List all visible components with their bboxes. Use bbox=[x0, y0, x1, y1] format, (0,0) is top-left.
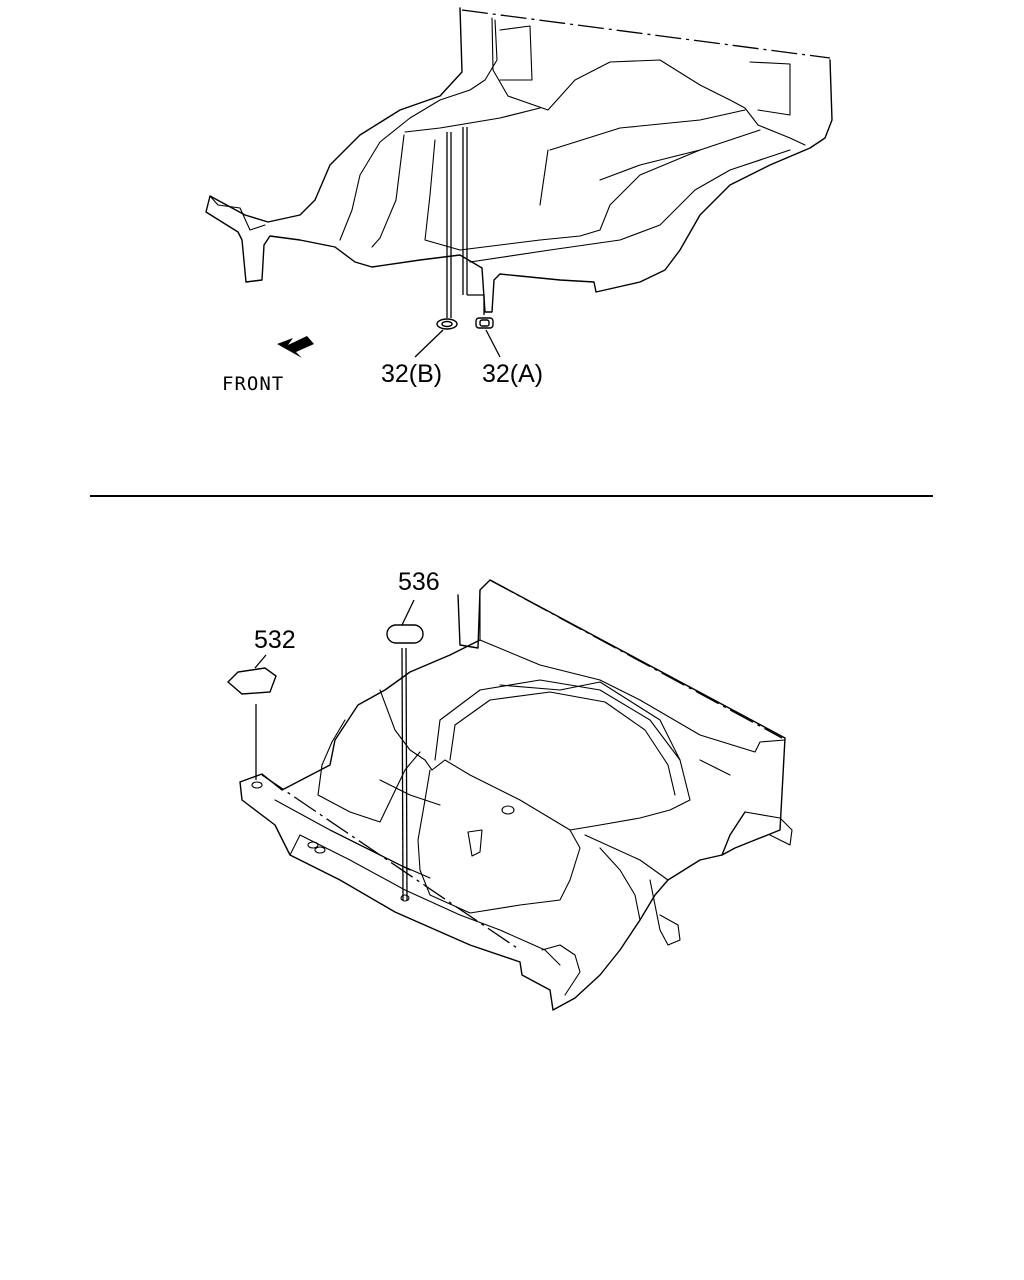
window-cutout-right bbox=[749, 61, 791, 116]
callout-32a: 32(A) bbox=[482, 360, 543, 388]
floor-hole-1 bbox=[251, 781, 263, 789]
floor-front-edge bbox=[261, 774, 521, 951]
inner-crease bbox=[499, 681, 731, 776]
front-arrow-icon bbox=[277, 336, 314, 358]
rear-left-bracket bbox=[649, 879, 681, 946]
callout-32b: 32(B) bbox=[381, 360, 442, 388]
window-cutout-left bbox=[499, 25, 533, 81]
callout-536: 536 bbox=[398, 568, 440, 596]
floor-crease-5 bbox=[599, 149, 701, 181]
front-direction-label: FRONT bbox=[222, 373, 284, 395]
right-bracket bbox=[744, 811, 793, 846]
callout-leader-32b bbox=[414, 329, 444, 358]
pillar-inner-left bbox=[339, 19, 498, 241]
leader-line-536-2 bbox=[405, 647, 408, 901]
floor-cross-member bbox=[274, 799, 561, 966]
side-step bbox=[541, 944, 581, 996]
rear-wall-inner bbox=[479, 589, 786, 753]
side-rail-left bbox=[329, 779, 441, 871]
spare-well-inner bbox=[449, 691, 676, 796]
wheel-arch-inner bbox=[371, 134, 405, 248]
callout-leader-32a bbox=[485, 329, 501, 358]
callout-leader-532 bbox=[254, 654, 267, 669]
rear-wall-top-edge bbox=[489, 579, 783, 739]
bottom-assembly-view: 536 532 bbox=[226, 568, 793, 1011]
leader-line-536 bbox=[401, 647, 404, 901]
floor-crease-2 bbox=[424, 129, 761, 251]
floor-hole-4 bbox=[400, 894, 410, 902]
plug-536 bbox=[386, 624, 424, 644]
floor-panel-top-edge bbox=[461, 9, 831, 59]
center-tab bbox=[467, 829, 483, 857]
side-rail-right bbox=[584, 834, 669, 921]
floor-hole-2 bbox=[307, 841, 319, 849]
callout-leader-536 bbox=[401, 599, 415, 626]
top-assembly-view: 32(B) 32(A) FRONT bbox=[205, 7, 833, 395]
floor-crease-4 bbox=[539, 109, 746, 206]
bracket-left bbox=[209, 195, 266, 231]
grommet-32b-inner bbox=[441, 320, 453, 328]
floor-panel-outline bbox=[239, 639, 723, 1011]
plug-532 bbox=[226, 667, 277, 695]
floor-hole-5 bbox=[501, 805, 515, 815]
leader-jog-32a bbox=[467, 294, 485, 315]
floor-crease-3 bbox=[469, 149, 791, 263]
pillar-lines bbox=[491, 17, 806, 146]
rear-wall-panel bbox=[457, 579, 786, 856]
floor-hole-3 bbox=[314, 846, 326, 854]
floor-rail-center bbox=[379, 689, 581, 914]
callout-532: 532 bbox=[254, 626, 296, 654]
spare-well-outline bbox=[434, 679, 691, 831]
floor-panel-side-outline bbox=[205, 7, 833, 313]
floor-rail-left bbox=[317, 719, 421, 823]
plug-32a-inner bbox=[479, 319, 490, 327]
floor-crease-1 bbox=[404, 107, 541, 133]
